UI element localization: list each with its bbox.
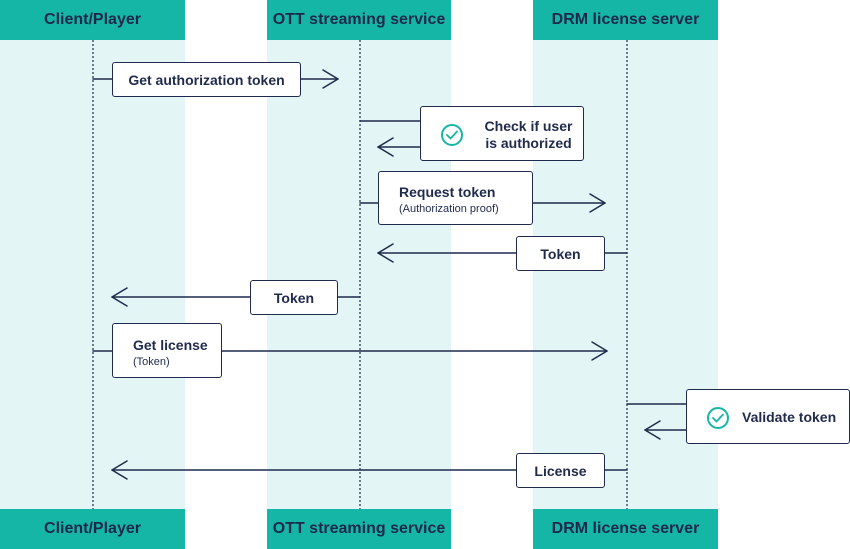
msg-get-auth-token-label: Get authorization token [128, 71, 285, 88]
msg-get-license-label: Get license [133, 337, 208, 353]
msg-get-license: Get license (Token) [112, 323, 222, 378]
msg-license-label: License [534, 462, 587, 479]
lane-footer-drm: DRM license server [533, 509, 718, 549]
arrowhead-get-auth-token [322, 69, 339, 89]
arrowhead-license [111, 460, 128, 480]
arrowhead-token-from-drm [377, 243, 394, 263]
arrowhead-token-to-client [111, 287, 128, 307]
msg-request-token: Request token (Authorization proof) [378, 171, 533, 225]
lane-header-drm: DRM license server [533, 0, 718, 40]
msg-request-token-sub: (Authorization proof) [399, 203, 499, 215]
arrowhead-validate-token [644, 420, 661, 440]
msg-token-to-client-label: Token [273, 289, 315, 306]
arrow-check-user [359, 120, 421, 148]
check-circle-icon [441, 124, 463, 146]
lane-header-client: Client/Player [0, 0, 185, 40]
msg-token-from-drm: Token [516, 236, 605, 271]
arrowhead-request-token [589, 193, 606, 213]
check-circle-icon [707, 407, 729, 429]
arrowhead-check-user [377, 137, 394, 157]
msg-check-user-line1: Check if user [484, 118, 573, 134]
msg-check-user: Check if user is authorized [420, 106, 584, 161]
arrowhead-get-license [591, 341, 608, 361]
lane-footer-ott: OTT streaming service [267, 509, 451, 549]
msg-check-user-line2: is authorized [485, 135, 572, 151]
lane-header-ott: OTT streaming service [267, 0, 451, 40]
arrow-validate-token [626, 403, 688, 431]
msg-validate-token-label: Validate token [742, 409, 837, 425]
msg-token-to-client: Token [250, 280, 338, 315]
msg-get-auth-token: Get authorization token [112, 62, 301, 97]
msg-get-license-sub: (Token) [133, 356, 170, 368]
msg-validate-token: Validate token [686, 389, 850, 444]
msg-license: License [516, 453, 605, 488]
msg-request-token-label: Request token [399, 184, 496, 200]
lane-footer-client: Client/Player [0, 509, 185, 549]
msg-token-from-drm-label: Token [540, 245, 581, 262]
